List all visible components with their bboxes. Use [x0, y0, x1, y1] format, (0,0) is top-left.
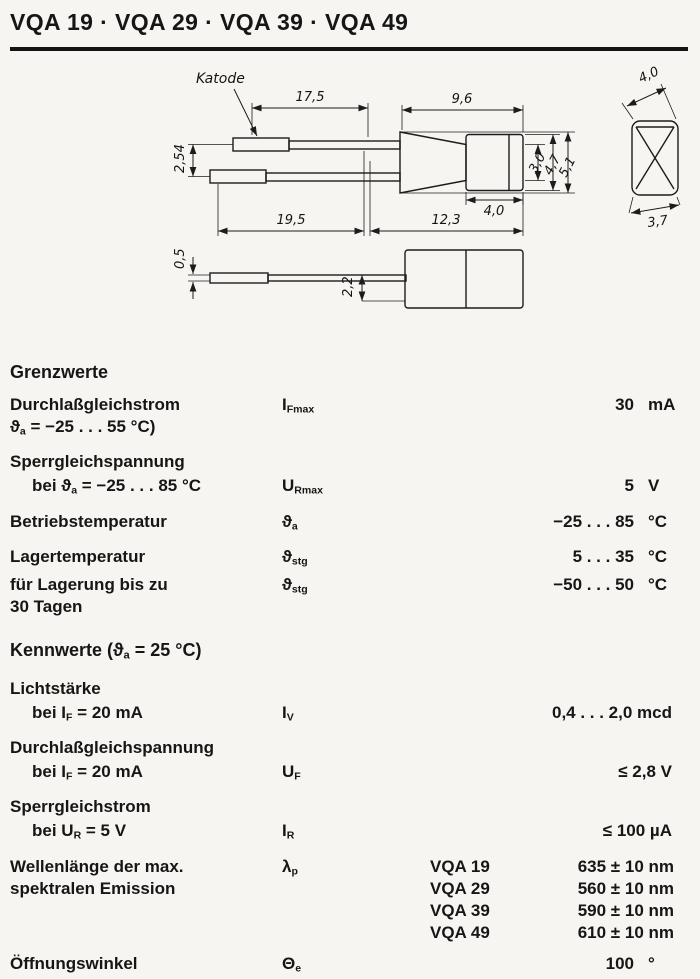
row-lichtstaerke-cond: bei IF = 20 mA IV 0,4 . . . 2,0 mcd — [10, 702, 688, 728]
row-label: Lichtstärke — [10, 678, 101, 698]
katode-label: Katode — [196, 71, 245, 87]
model-value: 560 ± 10 nm — [577, 878, 674, 898]
symbol: λp — [282, 856, 298, 877]
row-sperrgleichspannung-head: Sperrgleichspannung — [10, 451, 688, 473]
dimension-overall-lengths: 19,5 12,3 — [217, 151, 524, 236]
row-durchlassgleichstrom: Durchlaßgleichstrom ϑa = −25 . . . 55 °C… — [10, 394, 688, 442]
symbol: URmax — [282, 476, 323, 497]
row-condition: bei ϑa = −25 . . . 85 °C — [32, 476, 202, 497]
led-dimension-drawing: Katode 17,5 9,6 2,54 3,0 4,7 5,1 — [173, 64, 681, 309]
dimension-lead-pitch: 2,54 — [173, 144, 233, 177]
row-label: Öffnungswinkel — [10, 953, 138, 973]
unit: °C — [648, 575, 668, 595]
row-label: Durchlaßgleichstrom ϑa = −25 . . . 55 °C… — [10, 394, 282, 442]
svg-text:4,0: 4,0 — [636, 64, 661, 86]
row-betriebstemperatur: Betriebstemperatur ϑa −25 . . . 85 °C — [10, 511, 688, 537]
unit: °C — [648, 546, 668, 566]
row-lagertemperatur: Lagertemperatur ϑstg 5 . . . 35 °C — [10, 546, 688, 572]
row-sperrgleichstrom-head: Sperrgleichstrom — [10, 796, 688, 818]
value: 30 — [615, 395, 634, 414]
dimension-lead-upper: 17,5 — [251, 90, 369, 137]
symbol: ϑa — [282, 511, 298, 532]
row-durchlassgleichspannung-head: Durchlaßgleichspannung — [10, 737, 688, 759]
row-condition: bei IF = 20 mA — [32, 702, 143, 724]
row-sperrgleichspannung-cond: bei ϑa = −25 . . . 85 °C URmax 5 V — [10, 475, 688, 501]
svg-text:0,5: 0,5 — [173, 248, 188, 269]
row-durchlassgleichspannung-cond: bei IF = 20 mA UF ≤ 2,8 V — [10, 761, 688, 787]
technical-drawing: Katode 17,5 9,6 2,54 3,0 4,7 5,1 — [0, 53, 700, 350]
model-name: VQA 39 — [430, 900, 490, 920]
model-value: 590 ± 10 nm — [577, 900, 674, 920]
model-name: VQA 49 — [430, 922, 490, 942]
section-heading-kennwerte: Kennwerte (ϑa = 25 °C) — [10, 640, 202, 662]
svg-text:2,54: 2,54 — [173, 144, 188, 173]
row-sperrgleichstrom-cond: bei UR = 5 V IR ≤ 100 µA — [10, 820, 688, 846]
led-bottom-view: 0,5 2,2 — [173, 248, 524, 309]
section-heading-grenzwerte: Grenzwerte — [10, 362, 109, 382]
value: 5 — [624, 476, 634, 496]
model-name: VQA 19 — [430, 856, 490, 876]
row-lagerung-30-tage: für Lagerung bis zu 30 Tagen ϑstg −50 . … — [10, 574, 688, 618]
row-condition: ϑa = −25 . . . 55 °C) — [10, 417, 156, 438]
value: −25 . . . 85 — [553, 511, 634, 531]
unit: °C — [648, 511, 668, 531]
model-value: 635 ± 10 nm — [577, 856, 674, 876]
dimension-rear-length: 4,0 — [465, 192, 524, 219]
value: −50 . . . 50 — [553, 575, 634, 595]
row-label: Wellenlänge der max. spektralen Emission — [10, 856, 184, 898]
value: 100 — [605, 953, 634, 973]
symbol: IV — [282, 702, 294, 724]
header-rule — [10, 47, 688, 51]
unit: mA — [648, 395, 676, 414]
unit: V — [648, 476, 660, 496]
led-body — [465, 133, 524, 192]
svg-text:17,5: 17,5 — [296, 90, 325, 105]
svg-text:2,2: 2,2 — [341, 276, 356, 297]
dimension-diameters: 3,0 4,7 5,1 — [400, 131, 579, 194]
value: ≤ 2,8 V — [618, 762, 672, 782]
page-title: VQA 19 · VQA 29 · VQA 39 · VQA 49 — [10, 9, 409, 35]
kennwerte-condition: (ϑa = 25 °C) — [107, 640, 202, 662]
row-label: Sperrgleichstrom — [10, 797, 151, 817]
list-item: VQA 29 560 ± 10 nm — [400, 878, 688, 900]
list-item: VQA 49 610 ± 10 nm — [400, 922, 688, 944]
row-label: Sperrgleichspannung — [10, 452, 185, 472]
symbol: IFmax — [282, 395, 315, 416]
led-end-view: 4,0 3,7 — [621, 64, 681, 231]
symbol: IR — [282, 821, 295, 842]
led-cone — [399, 131, 467, 194]
symbol: ϑstg — [282, 546, 308, 568]
value: 0,4 . . . 2,0 mcd — [551, 702, 672, 722]
row-label: für Lagerung bis zu 30 Tagen — [10, 575, 168, 617]
row-label: Durchlaßgleichspannung — [10, 738, 215, 758]
value: 5 . . . 35 — [572, 546, 634, 566]
symbol: UF — [282, 762, 301, 783]
symbol: ϑstg — [282, 575, 308, 596]
wavelength-list: VQA 19 635 ± 10 nm VQA 29 560 ± 10 nm VQA … — [400, 856, 688, 944]
svg-text:4,0: 4,0 — [484, 204, 505, 219]
dimension-body-length: 9,6 — [401, 92, 524, 132]
row-condition: bei IF = 20 mA — [32, 762, 143, 783]
row-label: Lagertemperatur — [10, 546, 146, 566]
row-wellenlaenge: Wellenlänge der max. spektralen Emission… — [10, 856, 688, 944]
list-item: VQA 19 635 ± 10 nm — [400, 856, 688, 878]
row-label: Betriebstemperatur — [10, 511, 167, 531]
page-header: VQA 19 · VQA 29 · VQA 39 · VQA 49 — [0, 0, 700, 51]
row-condition: bei UR = 5 V — [32, 821, 127, 842]
model-value: 610 ± 10 nm — [577, 922, 674, 942]
svg-text:19,5: 19,5 — [277, 213, 306, 228]
svg-text:9,6: 9,6 — [452, 92, 473, 107]
value: ≤ 100 µA — [602, 821, 672, 841]
row-lichtstaerke-head: Lichtstärke — [10, 678, 688, 700]
list-item: VQA 39 590 ± 10 nm — [400, 900, 688, 922]
svg-text:3,7: 3,7 — [646, 213, 669, 231]
spec-table: Grenzwerte Durchlaßgleichstrom ϑa = −25 … — [0, 360, 700, 979]
led-side-view — [209, 131, 524, 194]
model-name: VQA 29 — [430, 878, 490, 898]
svg-text:12,3: 12,3 — [432, 213, 461, 228]
katode-callout: Katode — [196, 71, 258, 137]
unit: ° — [648, 953, 655, 973]
